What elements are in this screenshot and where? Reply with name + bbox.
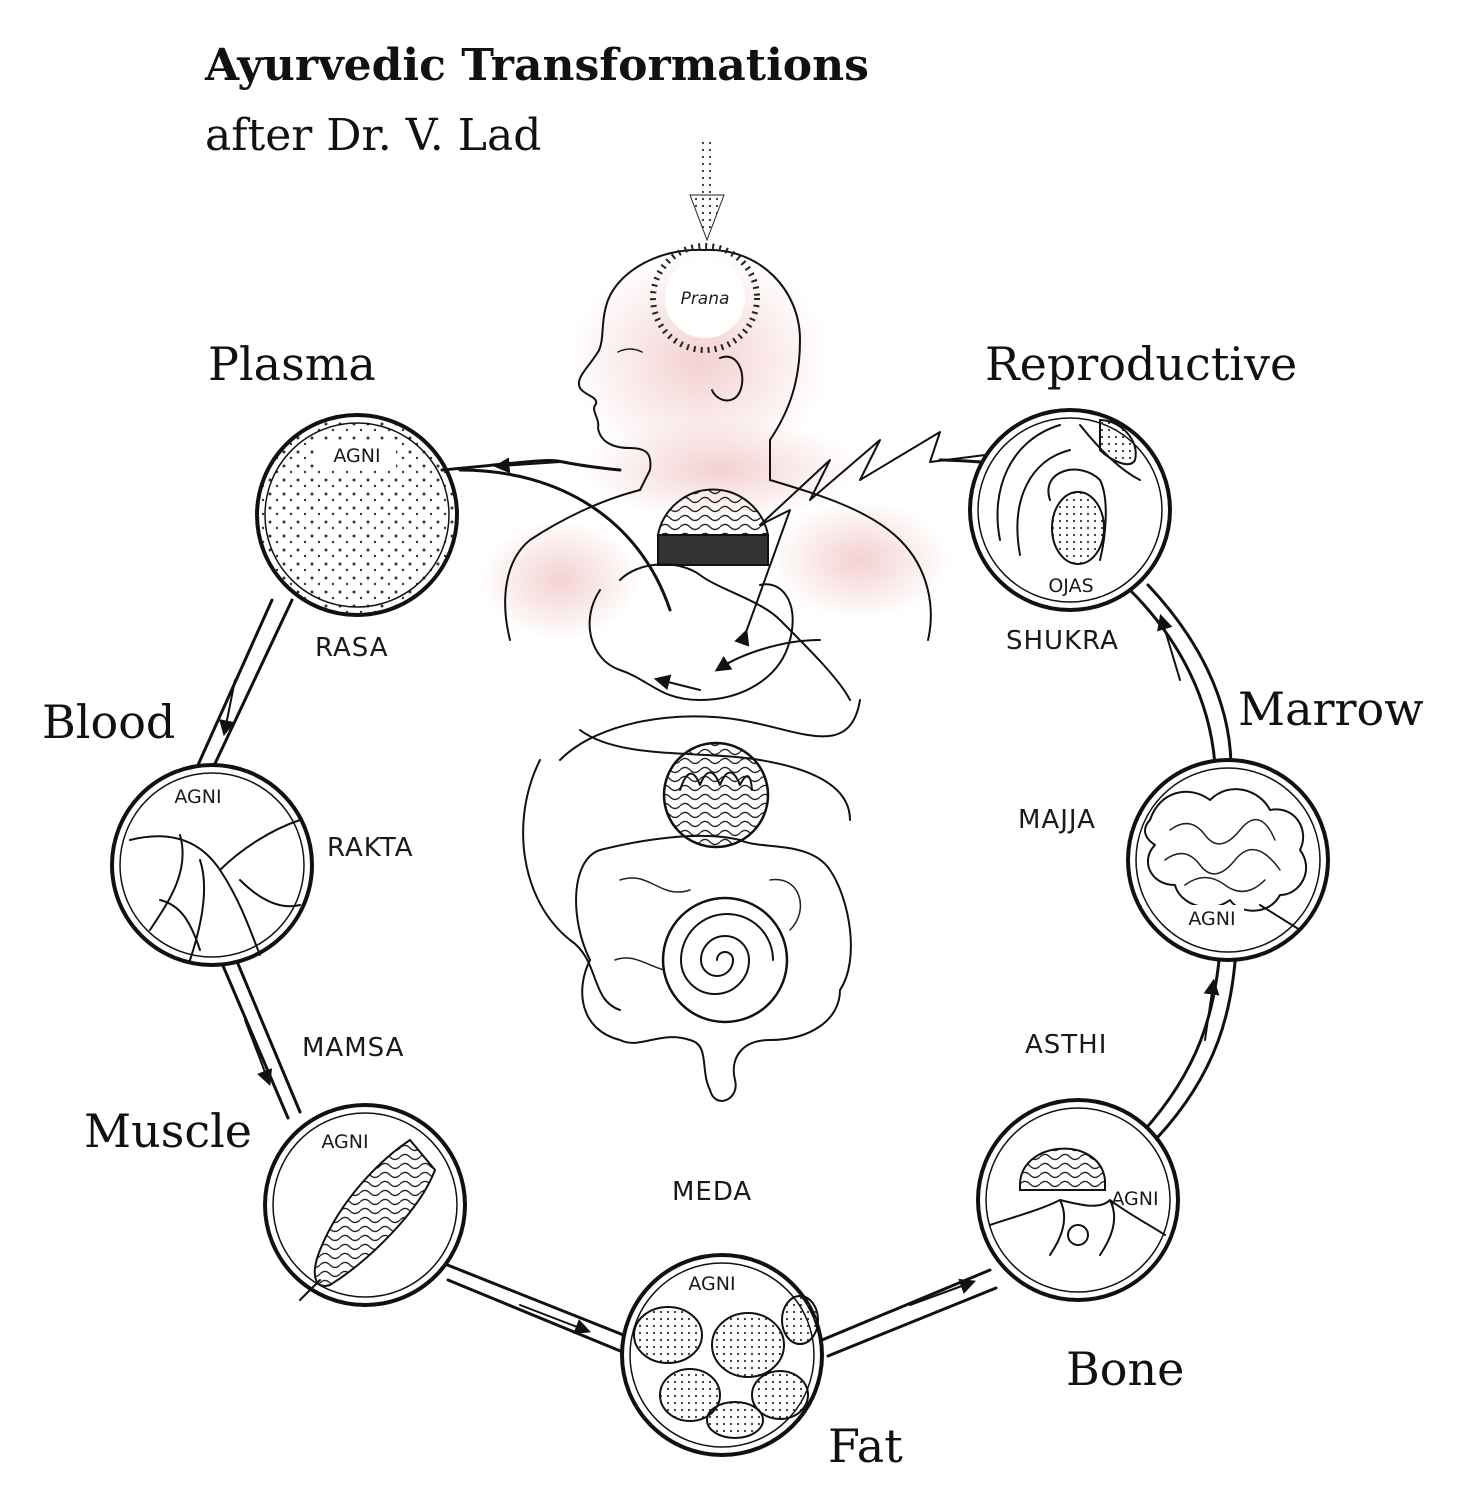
tissue-label-bone: Bone xyxy=(1066,1342,1184,1396)
agni-label: AGNI xyxy=(321,1131,368,1153)
tissue-blood-circle: AGNI xyxy=(110,763,314,967)
human-figure xyxy=(504,248,932,641)
tissue-label-blood: Blood xyxy=(42,695,175,749)
sanskrit-label-mamsa: MAMSA xyxy=(302,1033,404,1063)
sanskrit-label-meda: MEDA xyxy=(672,1177,752,1207)
lungs-organ xyxy=(656,488,770,566)
lightning-bolt-icon xyxy=(734,431,986,647)
sanskrit-label-asthi: ASTHI xyxy=(1025,1030,1107,1060)
page-subtitle: after Dr. V. Lad xyxy=(205,110,541,161)
agni-label: AGNI xyxy=(1111,1188,1158,1210)
tissue-label-fat: Fat xyxy=(828,1419,903,1473)
tissue-marrow-circle: AGNI xyxy=(1126,758,1330,962)
tissue-reproductive-circle: OJAS xyxy=(968,408,1172,612)
tissue-bone-circle: AGNI xyxy=(976,1098,1180,1302)
agni-label: AGNI xyxy=(1188,908,1235,930)
digestive-tract xyxy=(522,563,861,1102)
tissue-label-reproductive: Reproductive xyxy=(985,337,1297,391)
tissue-cycle-ring xyxy=(196,458,1238,1358)
agni-label: AGNI xyxy=(174,786,221,808)
page-title: Ayurvedic Transformations xyxy=(204,40,869,91)
tissue-fat-circle: AGNI xyxy=(620,1253,824,1457)
prana-label: Prana xyxy=(681,289,730,309)
sanskrit-label-shukra: SHUKRA xyxy=(1006,626,1119,656)
tissue-muscle-circle: AGNI xyxy=(263,1103,467,1307)
prana-arrow-icon xyxy=(689,140,725,242)
agni-label: AGNI xyxy=(333,445,380,467)
tissue-label-muscle: Muscle xyxy=(84,1104,252,1158)
prana-halo: Prana xyxy=(650,243,760,353)
tissue-label-marrow: Marrow xyxy=(1238,682,1424,736)
sanskrit-label-rakta: RAKTA xyxy=(327,833,413,863)
tissue-plasma-circle: AGNI xyxy=(255,413,459,617)
ojas-label: OJAS xyxy=(1048,575,1093,597)
tissue-label-plasma: Plasma xyxy=(208,337,376,391)
sanskrit-label-majja: MAJJA xyxy=(1018,805,1096,835)
sanskrit-label-rasa: RASA xyxy=(315,633,389,663)
agni-label: AGNI xyxy=(688,1273,735,1295)
